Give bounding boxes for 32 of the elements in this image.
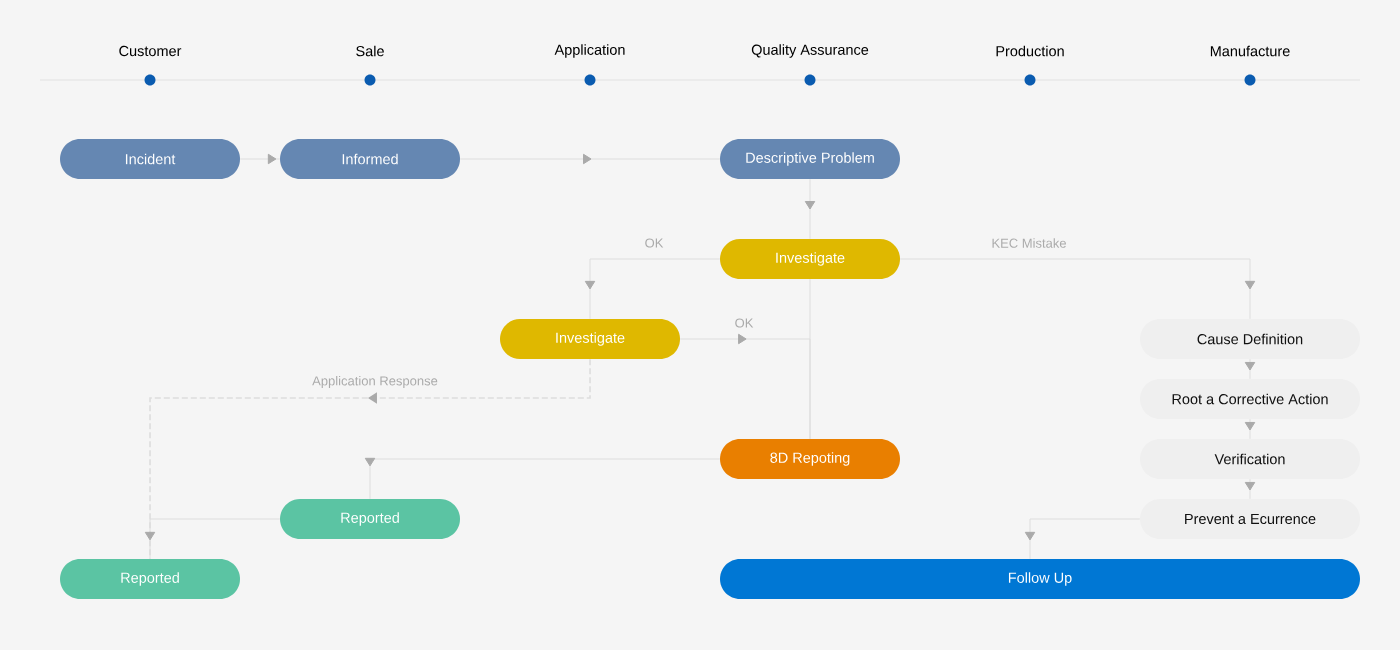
arrow [1244, 418, 1256, 440]
arrow [239, 153, 281, 165]
process-pill: Informed [280, 139, 460, 179]
arrow [1244, 478, 1256, 500]
arrow [364, 457, 721, 500]
step-pill: Root a Corrective Action [1140, 379, 1360, 419]
edge-label: Application Response [310, 374, 440, 390]
column-header: Application [554, 44, 625, 58]
follow-up-bar: Follow Up [720, 559, 1360, 599]
arrow [804, 178, 816, 240]
arrow [1244, 358, 1256, 380]
step-pill: Cause Definition [1140, 319, 1360, 359]
decision-pill: Investigate [720, 239, 900, 279]
process-pill: 8D Repoting [720, 439, 900, 479]
arrow [459, 153, 721, 165]
column-header: Quality Assurance [751, 44, 869, 58]
column-header: Manufacture [1210, 45, 1290, 57]
column-header: Production [996, 45, 1064, 57]
arrow [584, 258, 721, 320]
step-pill: Prevent a Ecurrence [1140, 499, 1360, 539]
decision-pill: Investigate [500, 319, 680, 359]
process-pill: Descriptive Problem [720, 139, 900, 179]
arrow [679, 333, 811, 440]
arrow [144, 518, 281, 560]
column-header: Sale [356, 45, 384, 57]
arrow [1024, 518, 1141, 560]
column-header: Customer [119, 45, 182, 57]
result-pill: Reported [280, 499, 460, 539]
result-pill: Reported [60, 559, 240, 599]
arrow [899, 258, 1256, 320]
process-pill: Incident [60, 139, 240, 179]
step-pill: Verification [1140, 439, 1360, 479]
